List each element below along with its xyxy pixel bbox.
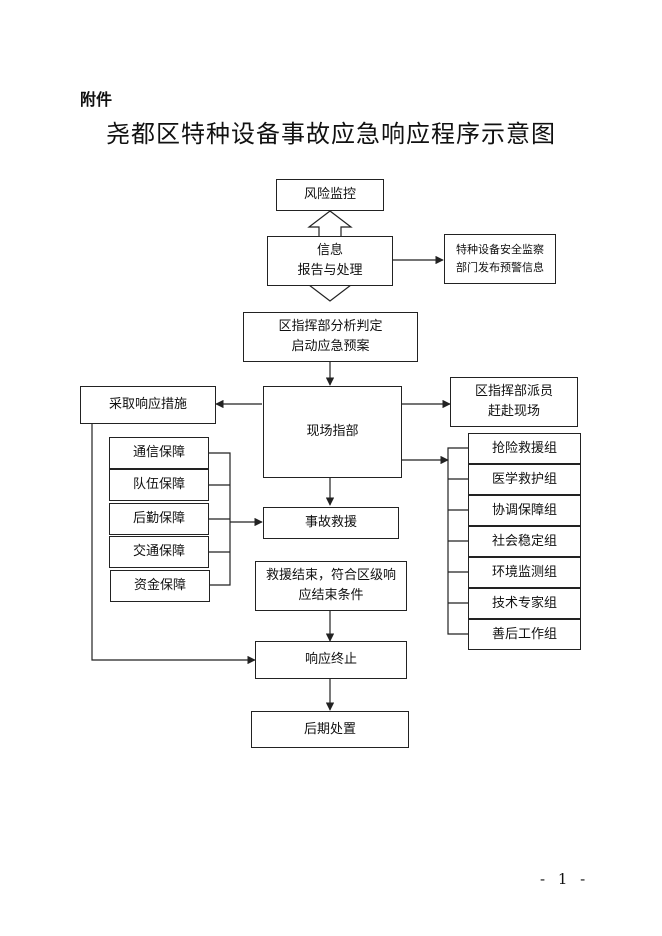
- group-item: 社会稳定组: [468, 526, 581, 557]
- group-item-label: 抢险救援组: [491, 440, 557, 456]
- page-number: - 1 -: [540, 870, 590, 888]
- aftermath-label: 后期处置: [303, 721, 356, 737]
- dispatch-line1: 区指挥部派员: [474, 384, 553, 399]
- info-report-line2: 报告与处理: [297, 263, 363, 278]
- onsite-command-box: 现场指部: [263, 386, 402, 478]
- warning-info-box: 特种设备安全监察 部门发布预警信息: [444, 234, 556, 284]
- analysis-line1: 区指挥部分析判定: [278, 319, 383, 334]
- support-item: 后勤保障: [109, 503, 209, 535]
- support-item: 通信保障: [109, 437, 209, 469]
- group-item-label: 社会稳定组: [491, 533, 557, 549]
- group-item: 抢险救援组: [468, 433, 581, 464]
- response-end-label: 响应终止: [304, 652, 357, 667]
- support-item-label: 通信保障: [132, 445, 185, 460]
- end-condition-line2: 应结束条件: [298, 588, 364, 603]
- support-item: 交通保障: [109, 536, 209, 568]
- end-condition-box: 救援结束，符合区级响 应结束条件: [255, 561, 407, 611]
- group-item-label: 医学救护组: [491, 471, 557, 487]
- attachment-label: 附件: [80, 90, 113, 109]
- support-item-label: 交通保障: [132, 544, 185, 559]
- group-item: 环境监测组: [468, 557, 581, 588]
- group-item: 善后工作组: [468, 619, 581, 650]
- warning-info-line1: 特种设备安全监察: [456, 243, 544, 256]
- analysis-box: 区指挥部分析判定 启动应急预案: [243, 312, 418, 362]
- risk-monitor-label: 风险监控: [303, 187, 356, 202]
- dispatch-line2: 赶赴现场: [487, 404, 540, 419]
- support-item: 队伍保障: [109, 469, 209, 501]
- group-item: 协调保障组: [468, 495, 581, 526]
- support-item-label: 资金保障: [133, 578, 186, 593]
- warning-info-line2: 部门发布预警信息: [456, 261, 544, 274]
- onsite-command-label: 现场指部: [306, 424, 359, 439]
- take-measures-box: 采取响应措施: [80, 386, 216, 424]
- info-report-box: 信息 报告与处理: [267, 236, 393, 286]
- support-item-label: 队伍保障: [132, 477, 185, 492]
- arrow-measures-to-termination: [91, 424, 256, 665]
- rescue-box: 事故救援: [263, 507, 399, 539]
- page-title: 尧都区特种设备事故应急响应程序示意图: [106, 120, 556, 148]
- aftermath-box: 后期处置: [251, 711, 409, 748]
- support-item: 资金保障: [110, 570, 210, 602]
- rescue-label: 事故救援: [304, 515, 357, 530]
- dispatch-box: 区指挥部派员 赶赴现场: [450, 377, 578, 427]
- support-item-label: 后勤保障: [132, 511, 185, 526]
- info-report-line1: 信息: [316, 243, 343, 258]
- group-item-label: 善后工作组: [491, 626, 557, 642]
- group-item-label: 环境监测组: [491, 564, 557, 580]
- risk-monitor-box: 风险监控: [276, 179, 384, 211]
- group-item-label: 协调保障组: [491, 502, 557, 518]
- group-item: 医学救护组: [468, 464, 581, 495]
- response-end-box: 响应终止: [255, 641, 407, 679]
- take-measures-label: 采取响应措施: [108, 397, 187, 412]
- group-item: 技术专家组: [468, 588, 581, 619]
- analysis-line2: 启动应急预案: [291, 339, 370, 354]
- group-item-label: 技术专家组: [491, 595, 557, 611]
- end-condition-line1: 救援结束，符合区级响: [265, 568, 396, 583]
